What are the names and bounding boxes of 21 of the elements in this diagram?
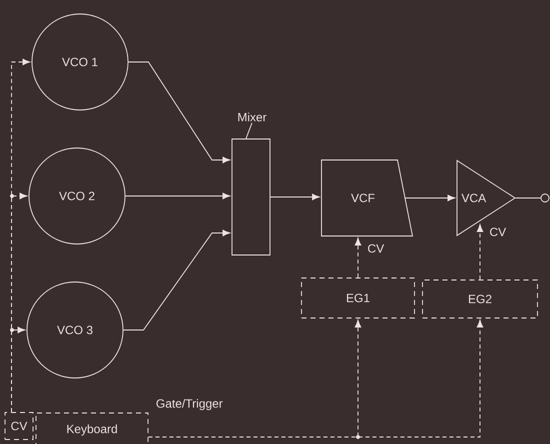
mixer-block: [232, 138, 270, 256]
edge-label: Gate/Trigger: [156, 398, 223, 410]
output-terminal: [540, 194, 550, 202]
arrow: [404, 194, 456, 202]
arrow: [128, 62, 230, 164]
arrow: [123, 230, 230, 330]
leader-line: [246, 122, 252, 139]
envelope-generator-box: EG2: [422, 280, 538, 318]
edge-label: CV: [490, 228, 506, 236]
cv-output-box: CV: [4, 412, 34, 440]
edge-label: CV: [368, 244, 384, 253]
arrow: [270, 194, 320, 200]
envelope-generator-box: EG1: [301, 278, 415, 318]
arrow: [11, 326, 26, 412]
arrow: [148, 320, 484, 438]
keyboard-box: Keyboard: [36, 412, 148, 444]
mixer-label: Mixer: [238, 112, 266, 122]
filter-block: VCF: [321, 160, 414, 236]
arrow: [125, 192, 230, 200]
arrow: [476, 224, 484, 280]
arrow: [354, 238, 362, 278]
